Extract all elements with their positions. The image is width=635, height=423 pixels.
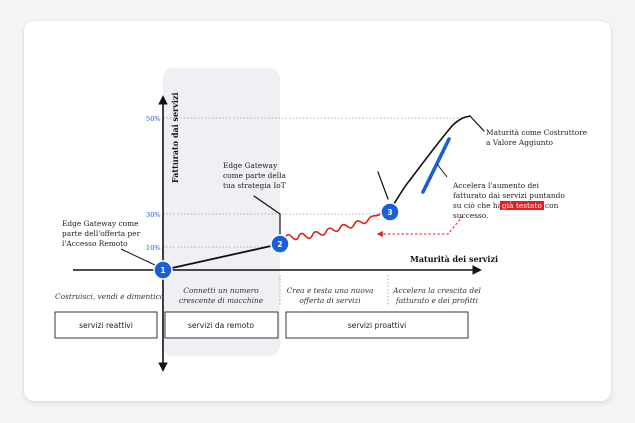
svg-text:Accelera l'aumento dei: Accelera l'aumento dei xyxy=(452,181,540,190)
milestone-2: 2 xyxy=(270,234,290,254)
milestone-1: 1 xyxy=(153,260,173,280)
y-tick-30: 30% xyxy=(146,211,161,219)
x-axis-label: Maturità dei servizi xyxy=(410,254,498,264)
svg-text:Costruisci, vendi e dimentica: Costruisci, vendi e dimentica xyxy=(55,292,164,301)
y-axis-label: Fatturato dai servizi xyxy=(170,92,180,183)
test-phase-wave xyxy=(283,212,389,242)
svg-text:su ciò che hai: su ciò che hai xyxy=(453,201,505,210)
highlight-text: già testato xyxy=(502,201,542,210)
acceleration-segment xyxy=(421,137,451,194)
phase-box-proactive xyxy=(285,311,469,339)
y-tick-50: 50% xyxy=(146,115,161,123)
guide-lines xyxy=(163,117,470,305)
svg-text:successo.: successo. xyxy=(453,211,488,220)
svg-text:crescente di macchine: crescente di macchine xyxy=(179,296,264,305)
note-accelera: Accelera l'aumento dei fatturato dai ser… xyxy=(452,181,565,220)
feedback-arrow xyxy=(376,215,464,237)
phase-box-remote xyxy=(164,311,279,339)
note-connectors xyxy=(120,163,448,267)
svg-text:servizi reattivi: servizi reattivi xyxy=(79,321,133,330)
svg-text:fatturato dai servizi puntando: fatturato dai servizi puntando xyxy=(453,191,565,200)
svg-text:servizi proattivi: servizi proattivi xyxy=(348,321,407,330)
milestone-3: 3 xyxy=(380,202,400,222)
milestone-3-label: 3 xyxy=(387,208,392,217)
note-edge-iot: Edge Gateway come parte della tua strate… xyxy=(223,161,287,190)
svg-text:come parte della: come parte della xyxy=(223,171,287,180)
svg-text:Edge Gateway come: Edge Gateway come xyxy=(62,219,138,228)
svg-text:parte dell'offerta per: parte dell'offerta per xyxy=(62,229,141,238)
note-costruttore: Maturità come Costruttore a Valore Aggiu… xyxy=(486,128,587,147)
phase-descriptions: Costruisci, vendi e dimentica Connetti u… xyxy=(55,286,481,305)
svg-text:Maturità come Costruttore: Maturità come Costruttore xyxy=(486,128,587,137)
note-edge-remote: Edge Gateway come parte dell'offerta per… xyxy=(62,219,141,248)
svg-text:l'Accesso Remoto: l'Accesso Remoto xyxy=(62,239,128,248)
svg-text:Edge Gateway: Edge Gateway xyxy=(223,161,278,170)
svg-text:servizi da remoto: servizi da remoto xyxy=(188,321,254,330)
svg-text:Accelera la crescita del: Accelera la crescita del xyxy=(392,286,481,295)
svg-text:con: con xyxy=(545,201,559,210)
milestone-2-label: 2 xyxy=(277,240,282,249)
svg-text:a Valore Aggiunto: a Valore Aggiunto xyxy=(486,138,554,147)
svg-text:offerta di servizi: offerta di servizi xyxy=(299,296,360,305)
highlight-badge xyxy=(500,201,544,210)
phase-box-reactive xyxy=(54,311,158,339)
y-tick-10: 10% xyxy=(146,244,161,252)
svg-text:tua strategia IoT: tua strategia IoT xyxy=(223,181,286,190)
svg-text:fatturato e dei profitti: fatturato e dei profitti xyxy=(395,296,478,305)
remote-phase-band xyxy=(163,68,280,356)
phase-boxes: servizi reattivi servizi da remoto servi… xyxy=(54,311,469,339)
milestone-1-label: 1 xyxy=(160,266,165,275)
svg-text:Crea e testa una nuova: Crea e testa una nuova xyxy=(287,286,374,295)
svg-text:Connetti un numero: Connetti un numero xyxy=(183,286,259,295)
